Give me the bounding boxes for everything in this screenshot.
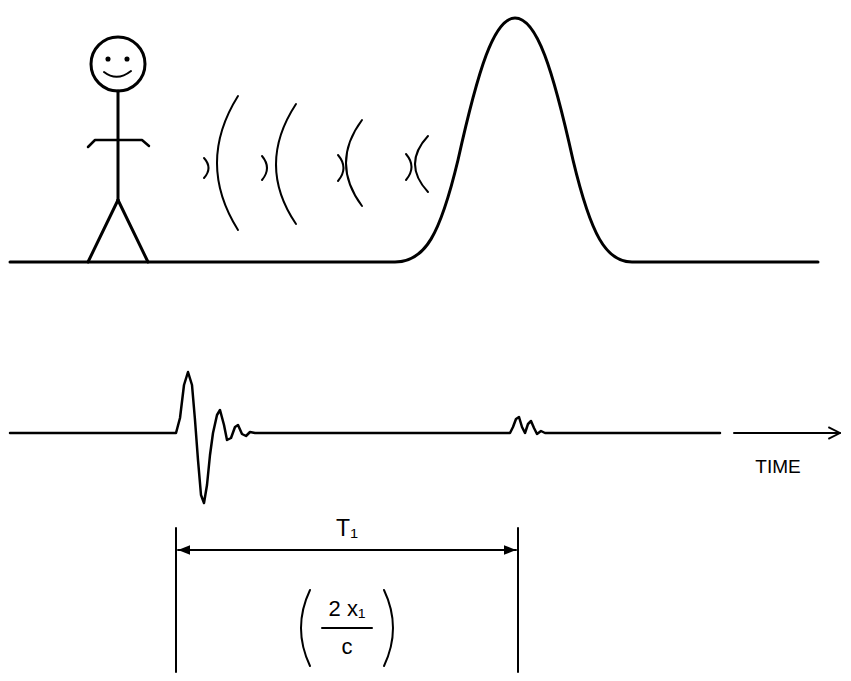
formula-numerator: 2 x₁ [329, 598, 366, 620]
formula-denominator: c [342, 636, 353, 658]
axis-label: TIME [755, 457, 800, 476]
sound-waves [204, 96, 428, 230]
stick-figure [88, 37, 149, 262]
interval-bracket [176, 528, 518, 672]
formula-marks [301, 590, 393, 666]
ground-hill [10, 18, 818, 262]
signal-trace [10, 372, 720, 503]
time-arrow [734, 432, 840, 434]
interval-label: T₁ [336, 517, 358, 540]
